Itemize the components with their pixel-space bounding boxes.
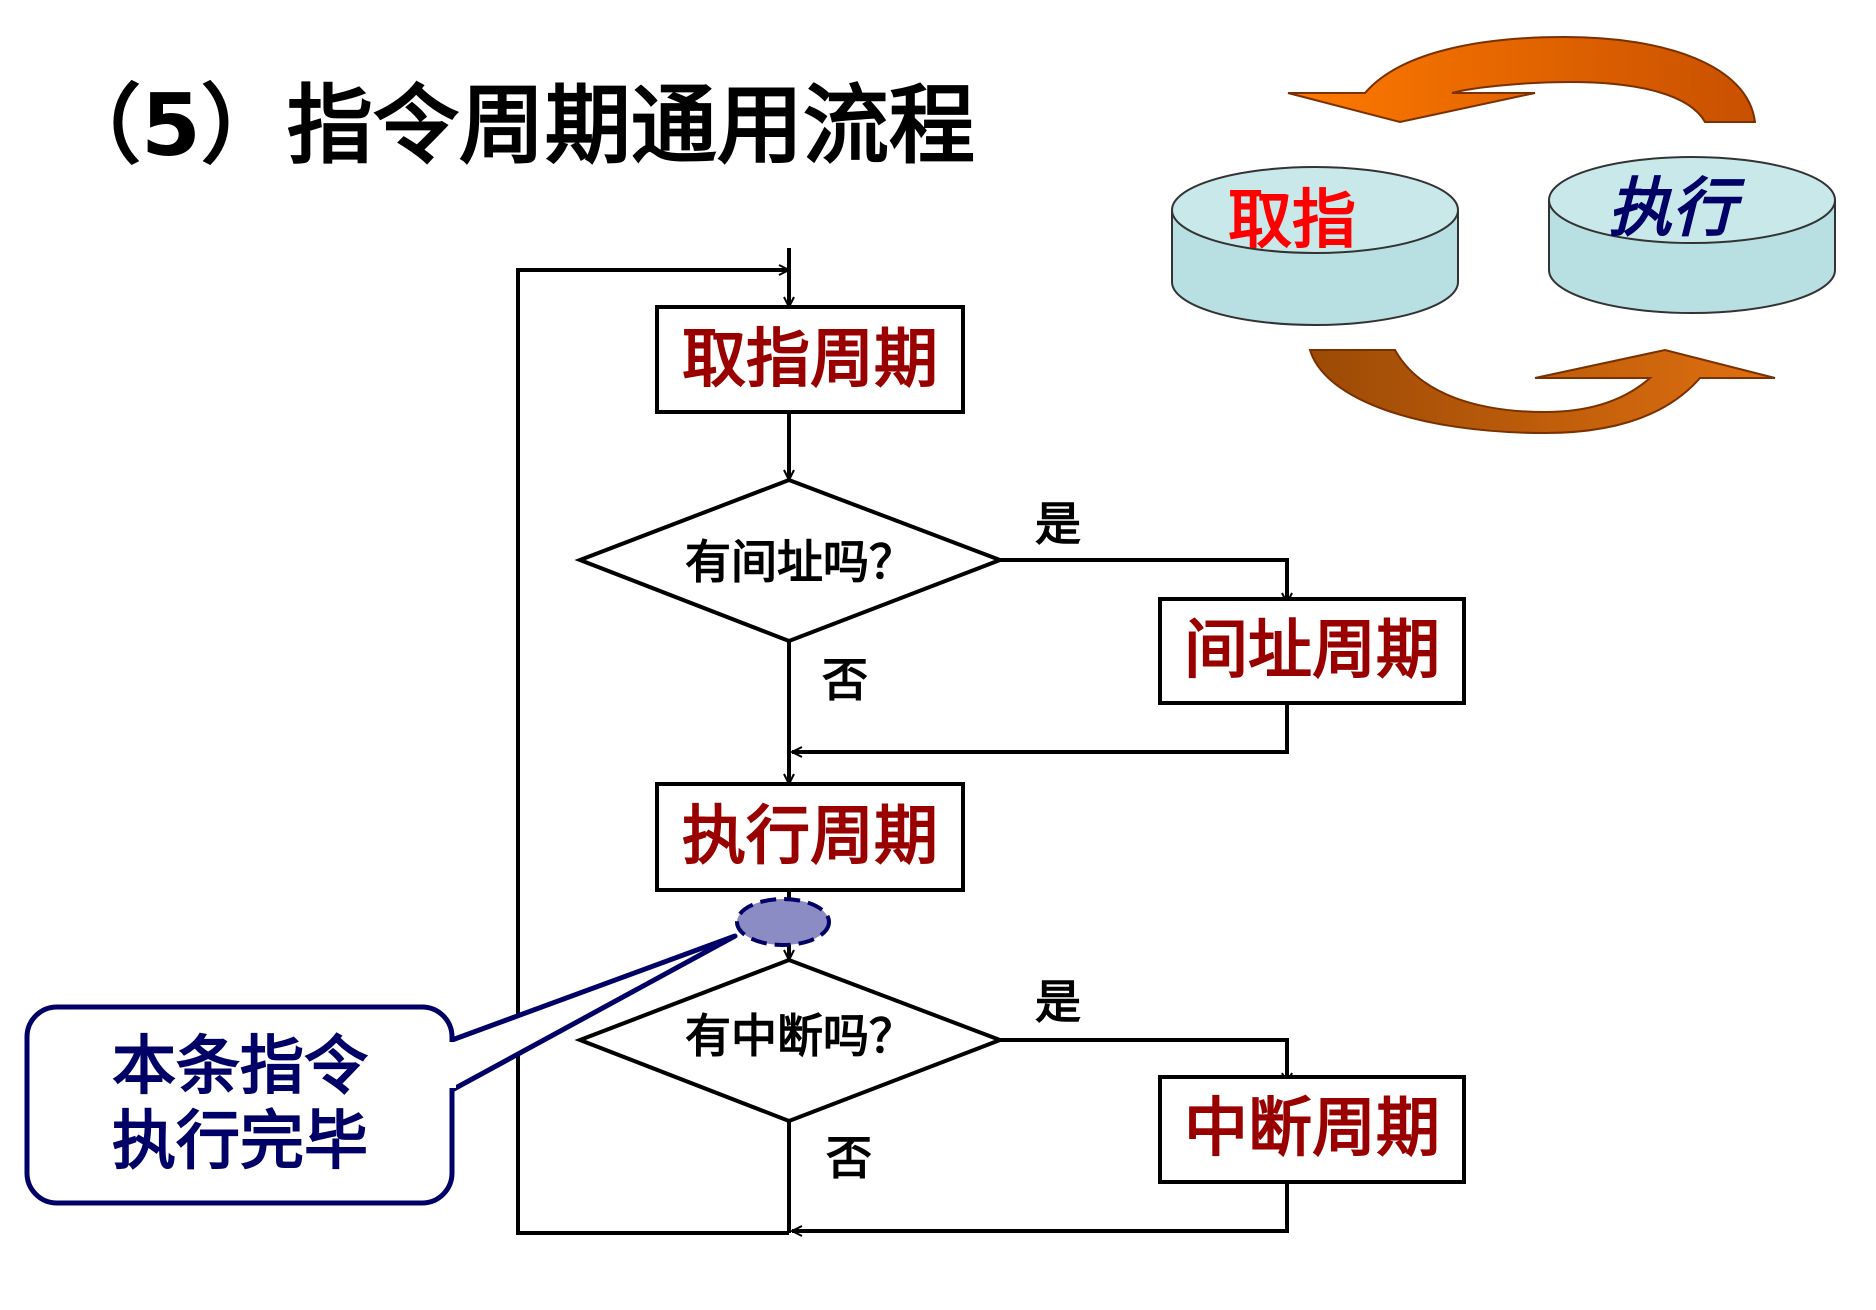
execute-cycle-label: 执行周期 xyxy=(682,800,938,874)
fetch-disk: 取指 xyxy=(1171,166,1459,326)
interrupt-no-label: 否 xyxy=(826,1131,872,1185)
indirect-return-line xyxy=(792,703,1289,752)
page-title: （5）指令周期通用流程 xyxy=(55,76,975,176)
indirect-no-label: 否 xyxy=(822,653,868,707)
fetch-disk-label: 取指 xyxy=(1228,184,1356,258)
instruction-complete-marker xyxy=(735,897,831,947)
interrupt-yes-label: 是 xyxy=(1035,975,1081,1029)
interrupt-cycle-label: 中断周期 xyxy=(1184,1092,1440,1166)
fetch-cycle-box: 取指周期 xyxy=(655,305,965,414)
loop-back-line xyxy=(516,268,789,1235)
execute-cycle-box: 执行周期 xyxy=(655,782,965,892)
callout-line2: 执行完毕 xyxy=(112,1105,368,1179)
indirect-question-label: 有间址吗？ xyxy=(685,535,915,589)
top-cycle-arrow xyxy=(1287,35,1757,124)
interrupt-decision: 有中断吗？ xyxy=(574,957,1006,1124)
indirect-cycle-label: 间址周期 xyxy=(1184,614,1440,688)
indirect-cycle-box: 间址周期 xyxy=(1158,597,1466,705)
interrupt-cycle-box: 中断周期 xyxy=(1158,1075,1466,1184)
execute-disk-label: 执行 xyxy=(1608,172,1746,246)
interrupt-question-label: 有中断吗？ xyxy=(685,1009,915,1063)
bottom-cycle-arrow xyxy=(1308,348,1776,435)
interrupt-return-line xyxy=(792,1183,1289,1231)
interrupt-yes-line xyxy=(1000,1038,1287,1083)
callout: 本条指令 执行完毕 xyxy=(24,933,738,1206)
fetch-cycle-label: 取指周期 xyxy=(682,323,938,397)
indirect-yes-line xyxy=(1000,558,1287,603)
indirect-yes-label: 是 xyxy=(1035,497,1081,551)
cycle-illustration: 取指 执行 xyxy=(1171,35,1836,435)
execute-disk: 执行 xyxy=(1548,156,1836,314)
callout-pointer xyxy=(450,933,738,1093)
indirect-decision: 有间址吗？ xyxy=(574,477,1006,644)
callout-line1: 本条指令 xyxy=(112,1030,369,1104)
